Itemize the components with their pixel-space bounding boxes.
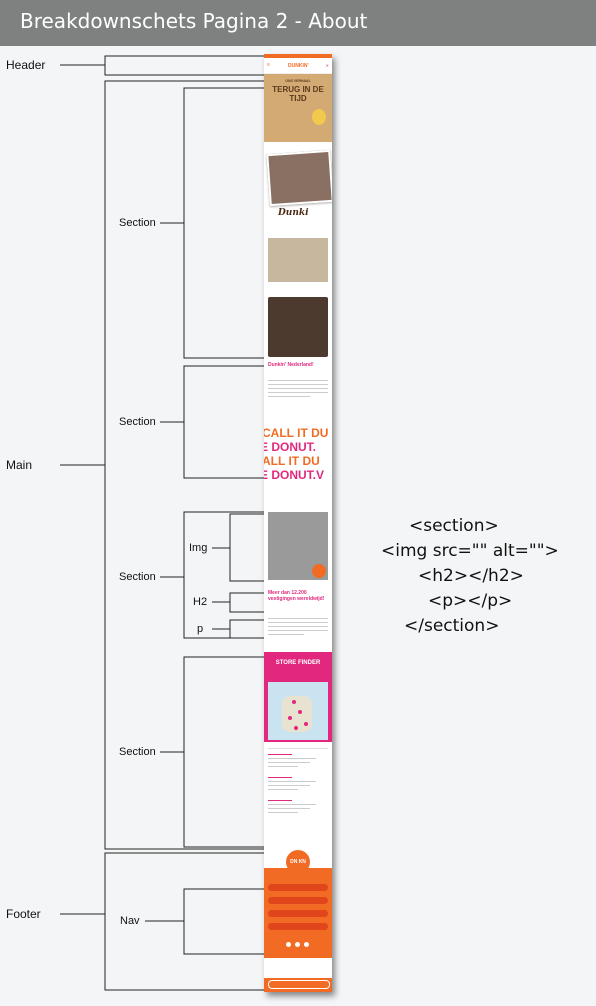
footer-nav-button-2[interactable]: [268, 897, 328, 904]
donuts-photo: [268, 238, 328, 282]
vestigingen-paragraph: [268, 618, 328, 638]
twitter-icon[interactable]: [304, 942, 309, 947]
phone-header: ≡ DUNKIN' ✕: [264, 59, 332, 74]
instagram-icon[interactable]: [295, 942, 300, 947]
phone-logo[interactable]: DUNKIN': [288, 63, 309, 69]
store-list: [268, 754, 328, 813]
page-title: Breakdownschets Pagina 2 - About: [20, 9, 368, 33]
label-section-3: Section: [119, 571, 156, 583]
footer-top: DN KN: [264, 850, 332, 874]
label-nav: Nav: [120, 915, 140, 927]
footer-legal: [264, 958, 332, 978]
label-section-4: Section: [119, 746, 156, 758]
footer-nav: [264, 868, 332, 992]
facebook-icon[interactable]: [286, 942, 291, 947]
label-img: Img: [189, 542, 208, 554]
mascot-image: [312, 109, 326, 125]
label-main: Main: [6, 458, 33, 472]
store-finder-title: STORE FINDER: [275, 660, 321, 666]
label-h2: H2: [193, 596, 208, 608]
vintage-photo-1: [266, 149, 332, 207]
footer-nav-button-3[interactable]: [268, 910, 328, 917]
badge-icon: [312, 564, 326, 578]
close-icon[interactable]: ✕: [325, 63, 329, 68]
code-img: <img src="" alt="">: [381, 541, 559, 561]
map-pin[interactable]: [288, 716, 292, 720]
map-pin[interactable]: [304, 722, 308, 726]
map-pin[interactable]: [294, 726, 298, 730]
store-photo: [268, 512, 328, 580]
hero-kicker: ONS VERHAAL: [285, 79, 311, 83]
code-section-open: <section>: [409, 516, 499, 536]
map-pin[interactable]: [292, 700, 296, 704]
store-finder-section: STORE FINDER: [264, 652, 332, 742]
code-p: <p></p>: [428, 591, 513, 611]
call-it-banner: CALL IT DU E DONUT. ALL IT DU E DONUT.V: [264, 426, 332, 488]
label-section-2: Section: [119, 416, 156, 428]
footer-nav-button-4[interactable]: [268, 923, 328, 930]
founder-photo: [268, 297, 328, 357]
menu-icon[interactable]: ≡: [267, 62, 270, 68]
banner-line-3: ALL IT DU: [264, 454, 320, 468]
vestigingen-title: Meer dan 12.200 vestigingen wereldwijd!: [268, 590, 325, 602]
top-strip: [264, 54, 332, 58]
script-logo: Dunki: [278, 208, 309, 218]
hero: ONS VERHAAL TERUG IN DE TIJD: [264, 74, 332, 142]
label-header: Header: [6, 58, 46, 72]
banner-line-2: E DONUT.: [264, 440, 317, 454]
banner-line-4: E DONUT.V: [264, 468, 325, 482]
footer-nav-button-1[interactable]: [268, 884, 328, 891]
map[interactable]: [268, 682, 328, 740]
search-bar[interactable]: [268, 744, 328, 749]
map-pin[interactable]: [298, 710, 302, 714]
label-footer: Footer: [6, 907, 41, 921]
banner-line-1: CALL IT DU: [264, 426, 329, 440]
phone-mockup: ≡ DUNKIN' ✕ ONS VERHAAL TERUG IN DE TIJD…: [264, 54, 332, 992]
code-section-close: </section>: [404, 616, 500, 636]
store-finder-button[interactable]: [268, 980, 330, 989]
hero-title: TERUG IN DE TIJD: [272, 85, 324, 103]
nl-paragraph: [268, 380, 328, 406]
label-p: p: [197, 623, 204, 635]
nl-title: Dunkin' Nederland!: [268, 362, 314, 368]
code-h2: <h2></h2>: [418, 566, 524, 586]
title-bar: Breakdownschets Pagina 2 - About: [0, 0, 596, 46]
label-section-1: Section: [119, 217, 156, 229]
